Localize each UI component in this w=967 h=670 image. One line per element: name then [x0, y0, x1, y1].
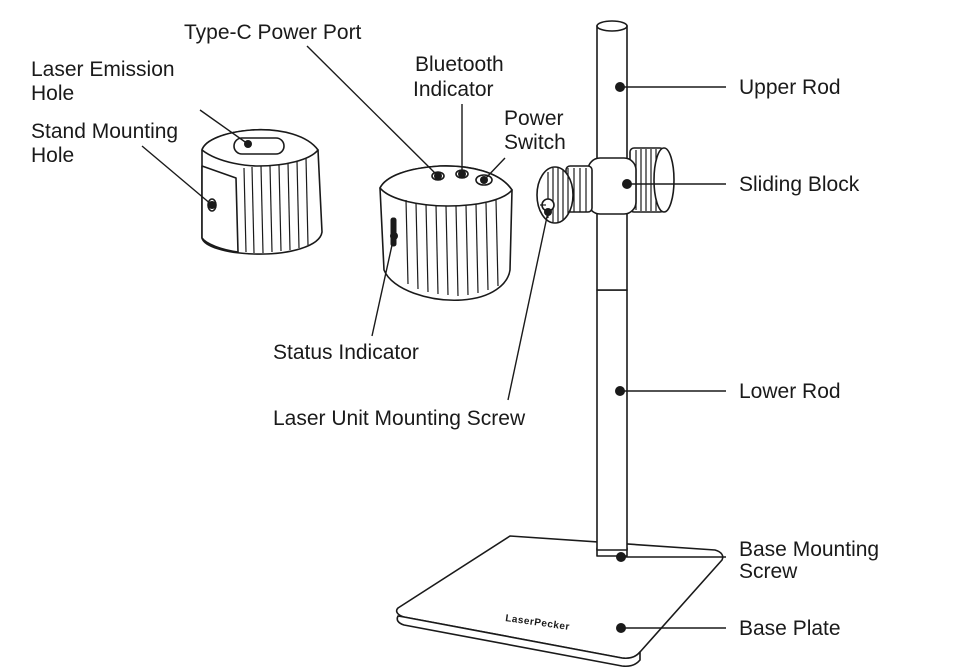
label-sliding-block: Sliding Block [739, 173, 860, 196]
upper-rod [596, 20, 628, 291]
label-status-indicator: Status Indicator [273, 341, 419, 364]
base-plate: LaserPecker [395, 535, 724, 668]
sliding-block [536, 147, 675, 224]
label-base-mounting-screw-line1: Base Mounting [739, 538, 879, 561]
leader-lines [141, 45, 726, 633]
label-bluetooth-indicator-line2: Indicator [413, 78, 494, 101]
label-laser-unit-mounting-screw: Laser Unit Mounting Screw [273, 407, 526, 430]
label-stand-mounting-hole-line2: Hole [31, 144, 74, 167]
label-bluetooth-indicator-line1: Bluetooth [415, 53, 504, 76]
laser-module-left-ribs [243, 157, 309, 254]
label-lower-rod: Lower Rod [739, 380, 841, 403]
label-upper-rod: Upper Rod [739, 76, 841, 99]
labels: Type-C Power Port Laser Emission Hole St… [31, 21, 879, 640]
laser-module-center-ribs [405, 199, 499, 297]
label-power-switch-line2: Switch [504, 131, 566, 154]
laser-module-left [201, 128, 323, 255]
label-stand-mounting-hole-line1: Stand Mounting [31, 120, 178, 143]
label-base-mounting-screw-line2: Screw [739, 560, 798, 583]
label-laser-emission-hole-line1: Laser Emission [31, 58, 175, 81]
lower-rod [596, 289, 628, 551]
mounting-screw-ribs [547, 168, 587, 222]
label-power-switch-line1: Power [504, 107, 564, 130]
label-base-plate: Base Plate [739, 617, 841, 640]
label-type-c-power-port: Type-C Power Port [184, 21, 362, 44]
laser-module-center [379, 165, 513, 301]
label-laser-emission-hole-line2: Hole [31, 82, 74, 105]
